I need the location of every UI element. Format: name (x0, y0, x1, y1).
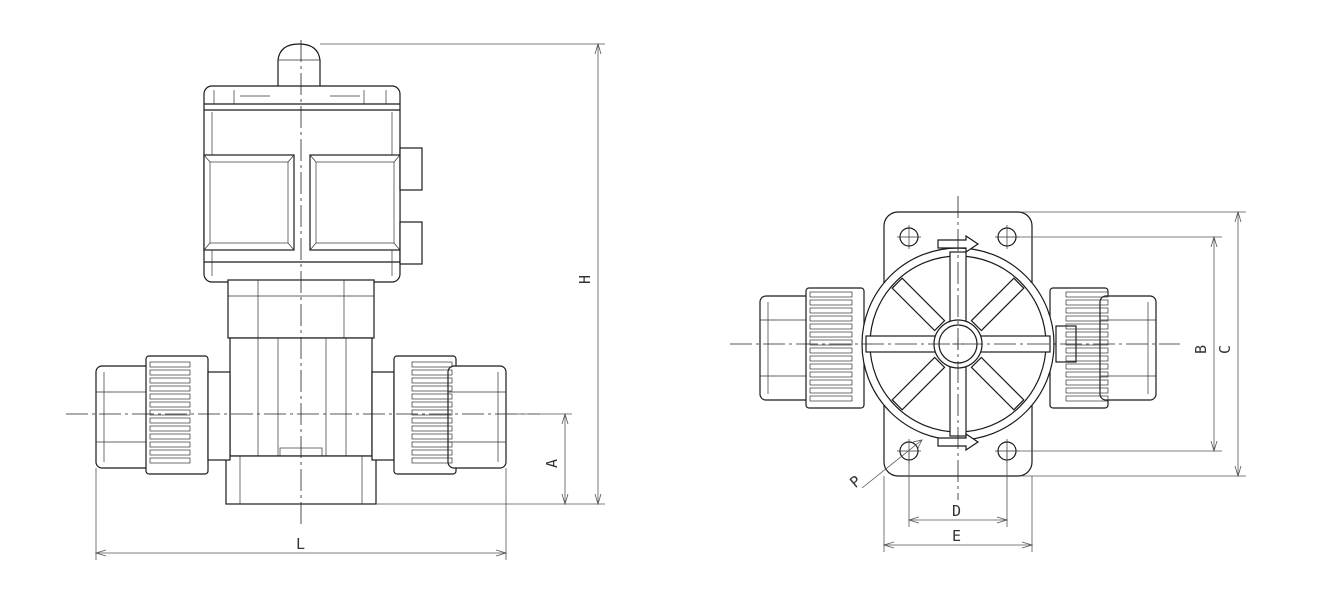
knurl-rib (411, 449, 453, 456)
knurl-rib (411, 457, 453, 464)
left-union-connector (95, 355, 231, 475)
knurl-rib (809, 291, 853, 298)
dimension-label-h: H (576, 275, 594, 284)
knurl-rib (411, 441, 453, 448)
top-view-right-union (1049, 287, 1157, 409)
dimension-label-d: D (952, 502, 961, 520)
dimension-label-e: E (952, 527, 961, 545)
knurl-rib (1065, 291, 1109, 298)
cap-spoke (891, 356, 946, 411)
knurl-rib (809, 387, 853, 394)
knurl-rib (809, 355, 853, 362)
right-union-connector (371, 355, 507, 475)
dimension-label-b: B (1192, 345, 1210, 354)
knurl-rib (1065, 347, 1109, 354)
knurl-rib (149, 425, 191, 432)
knurl-rib (149, 361, 191, 368)
knurl-rib (1065, 395, 1109, 402)
top-view-left-union-ribs (809, 291, 853, 402)
knurl-rib (149, 369, 191, 376)
knurl-rib (411, 385, 453, 392)
dimension-l: L (94, 468, 508, 560)
knurl-rib (1065, 331, 1109, 338)
knurl-rib (1065, 371, 1109, 378)
dimension-label-c: C (1216, 345, 1234, 354)
dimension-b: B (1007, 235, 1222, 453)
knurl-rib (149, 457, 191, 464)
mounting-hole-top-left (897, 225, 921, 249)
side-view: H A L (66, 40, 605, 560)
knurl-rib (1065, 355, 1109, 362)
knurl-rib (1065, 323, 1109, 330)
dimension-label-l: L (296, 535, 305, 553)
dimension-a: A (506, 412, 572, 506)
knurl-rib (149, 433, 191, 440)
indicator-cap (277, 43, 321, 91)
knurl-rib (149, 401, 191, 408)
knurl-rib (809, 371, 853, 378)
knurl-rib (149, 449, 191, 456)
cap-spoke (891, 277, 946, 332)
knurl-rib (411, 377, 453, 384)
knurl-rib (411, 409, 453, 416)
dimension-c: C (1022, 210, 1246, 478)
knurl-rib (809, 323, 853, 330)
top-view-right-union-ribs (1065, 291, 1109, 402)
knurl-rib (411, 417, 453, 424)
knurl-rib (411, 433, 453, 440)
dimension-e: E (882, 476, 1034, 552)
right-union-ribs (411, 361, 453, 464)
knurl-rib (809, 363, 853, 370)
knurl-rib (149, 385, 191, 392)
knurl-rib (809, 395, 853, 402)
top-view: B C D E P (730, 196, 1246, 552)
knurl-rib (149, 417, 191, 424)
knurl-rib (411, 361, 453, 368)
knurl-rib (1065, 363, 1109, 370)
dimension-d: D (907, 451, 1009, 527)
cap-spoke (970, 277, 1025, 332)
knurl-rib (1065, 379, 1109, 386)
dimension-label-a: A (543, 459, 561, 468)
top-view-left-union (759, 287, 865, 409)
knurl-rib (809, 315, 853, 322)
knurl-rib (1065, 315, 1109, 322)
knurl-rib (1065, 299, 1109, 306)
knurl-rib (1065, 339, 1109, 346)
knurl-rib (809, 299, 853, 306)
knurl-rib (809, 379, 853, 386)
dimension-h: H (320, 42, 605, 506)
knurl-rib (1065, 387, 1109, 394)
cap-spoke (970, 356, 1025, 411)
knurl-rib (411, 393, 453, 400)
knurl-rib (149, 441, 191, 448)
knurl-rib (809, 307, 853, 314)
knurl-rib (809, 339, 853, 346)
left-union-ribs (149, 361, 191, 464)
dimension-label-p: P (846, 472, 864, 492)
knurl-rib (411, 401, 453, 408)
cap-spokes (891, 277, 1025, 411)
knurl-rib (149, 377, 191, 384)
knurl-rib (411, 425, 453, 432)
knurl-rib (809, 347, 853, 354)
knurl-rib (149, 409, 191, 416)
knurl-rib (411, 369, 453, 376)
actuator-housing (203, 85, 423, 283)
knurl-rib (1065, 307, 1109, 314)
knurl-rib (809, 331, 853, 338)
knurl-rib (149, 393, 191, 400)
